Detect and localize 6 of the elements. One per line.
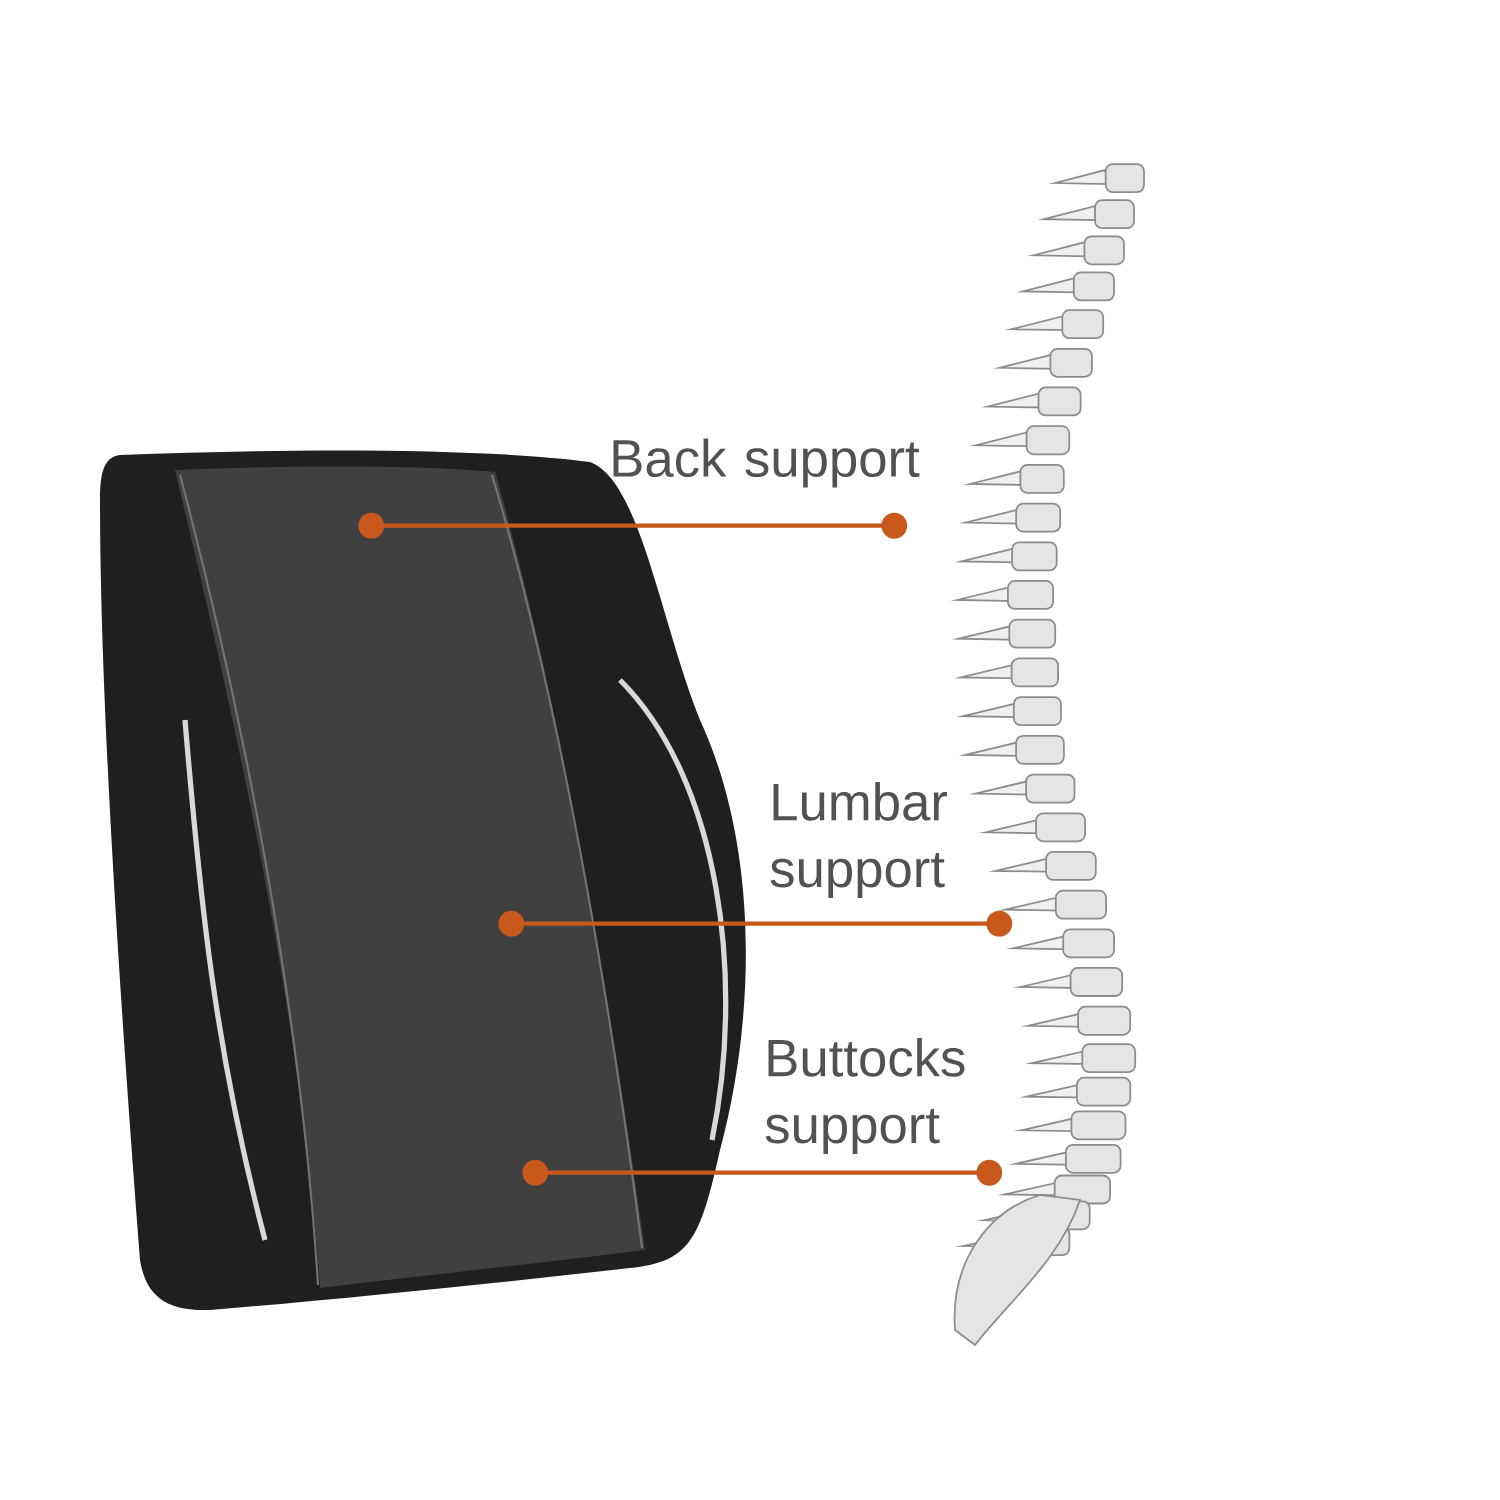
leader-line [358, 512, 908, 539]
edge-label: Back support [613, 438, 920, 488]
edge-label: Buttocks support [765, 1038, 965, 1154]
edge-label: Lumbar support [770, 782, 948, 898]
leader-line [498, 910, 1013, 937]
leader-line [522, 1159, 1003, 1186]
